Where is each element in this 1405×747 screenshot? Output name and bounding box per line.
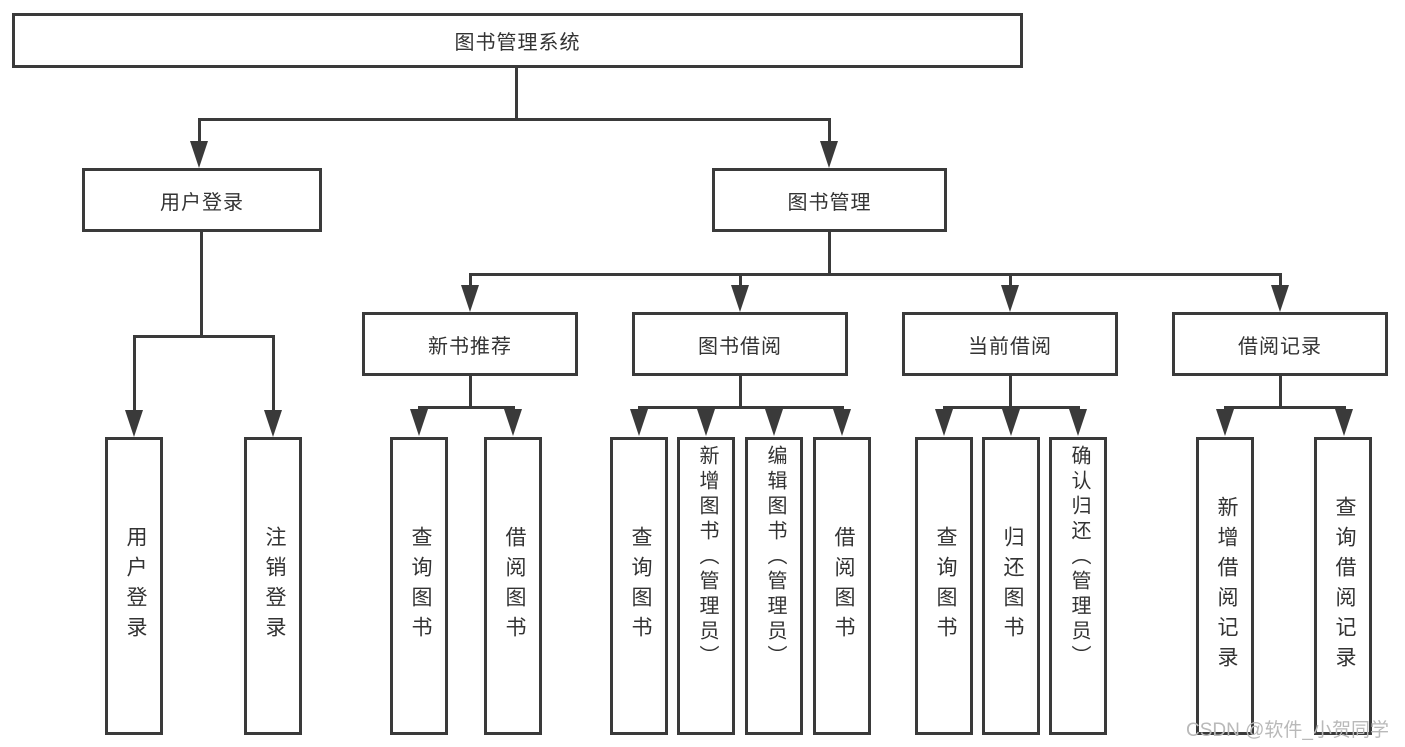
connector-userlogin-rail <box>133 335 275 338</box>
leaf-return-book: 归还图书 <box>982 437 1040 735</box>
arrow-down-icon <box>264 410 282 437</box>
connector-newbook-rail <box>418 406 515 409</box>
arrow-down-icon <box>504 409 522 436</box>
connector-root-stem <box>515 68 518 120</box>
node-label: 新书推荐 <box>428 335 512 358</box>
arrow-down-icon <box>461 285 479 312</box>
arrow-down-icon <box>731 285 749 312</box>
node-borrow-record: 借阅记录 <box>1172 312 1388 376</box>
node-book-borrow: 图书借阅 <box>632 312 848 376</box>
connector-drop <box>1279 273 1282 288</box>
leaf-logout: 注销登录 <box>244 437 302 735</box>
arrow-down-icon <box>1335 409 1353 436</box>
leaf-edit-book-admin: 编辑图书（管理员） <box>745 437 803 735</box>
node-label: 图书借阅 <box>698 335 782 358</box>
node-label: 当前借阅 <box>968 335 1052 358</box>
arrow-down-icon <box>1216 409 1234 436</box>
node-label: 图书管理系统 <box>454 32 581 54</box>
leaf-query-book-current: 查询图书 <box>915 437 973 735</box>
arrow-down-icon <box>697 409 715 436</box>
connector-drop <box>133 335 136 413</box>
node-book-management: 图书管理 <box>712 168 947 232</box>
arrow-down-icon <box>1002 409 1020 436</box>
arrow-down-icon <box>820 141 838 168</box>
node-label: 用户登录 <box>160 191 244 214</box>
arrow-down-icon <box>190 141 208 168</box>
arrow-down-icon <box>833 409 851 436</box>
arrow-down-icon <box>1001 285 1019 312</box>
connector-drop <box>198 118 201 144</box>
arrow-down-icon <box>1271 285 1289 312</box>
connector-bookborrow-rail <box>638 406 844 409</box>
connector-level1-rail <box>198 118 831 121</box>
connector-newbook-stem <box>469 376 472 406</box>
watermark: CSDN @软件_小贺同学 <box>1186 720 1389 741</box>
connector-currentborrow-rail <box>943 406 1080 409</box>
leaf-add-borrow-record: 新增借阅记录 <box>1196 437 1254 735</box>
node-label: 图书管理 <box>787 191 872 214</box>
arrow-down-icon <box>935 409 953 436</box>
connector-borrowrecord-stem <box>1279 376 1282 406</box>
connector-drop <box>739 273 742 288</box>
leaf-user-login: 用户登录 <box>105 437 163 735</box>
node-current-borrow: 当前借阅 <box>902 312 1118 376</box>
connector-drop <box>828 118 831 144</box>
connector-level2-rail <box>469 273 1282 276</box>
leaf-query-borrow-record: 查询借阅记录 <box>1314 437 1372 735</box>
leaf-query-book-recommend: 查询图书 <box>390 437 448 735</box>
arrow-down-icon <box>765 409 783 436</box>
connector-borrowrecord-rail <box>1224 406 1346 409</box>
leaf-borrow-book-recommend: 借阅图书 <box>484 437 542 735</box>
node-user-login: 用户登录 <box>82 168 322 232</box>
connector-drop <box>1009 273 1012 288</box>
connector-bookborrow-stem <box>739 376 742 406</box>
leaf-confirm-return-admin: 确认归还（管理员） <box>1049 437 1107 735</box>
node-new-book-recommend: 新书推荐 <box>362 312 578 376</box>
arrow-down-icon <box>630 409 648 436</box>
node-library-management-system: 图书管理系统 <box>12 13 1023 68</box>
leaf-borrow-book: 借阅图书 <box>813 437 871 735</box>
arrow-down-icon <box>410 409 428 436</box>
connector-drop <box>272 335 275 413</box>
node-label: 借阅记录 <box>1238 335 1322 358</box>
arrow-down-icon <box>1069 409 1087 436</box>
leaf-query-book-borrow: 查询图书 <box>610 437 668 735</box>
connector-drop <box>469 273 472 288</box>
leaf-add-book-admin: 新增图书（管理员） <box>677 437 735 735</box>
connector-currentborrow-stem <box>1009 376 1012 406</box>
connector-bookmgmt-stem <box>828 232 831 273</box>
arrow-down-icon <box>125 410 143 437</box>
connector-userlogin-stem <box>200 232 203 335</box>
